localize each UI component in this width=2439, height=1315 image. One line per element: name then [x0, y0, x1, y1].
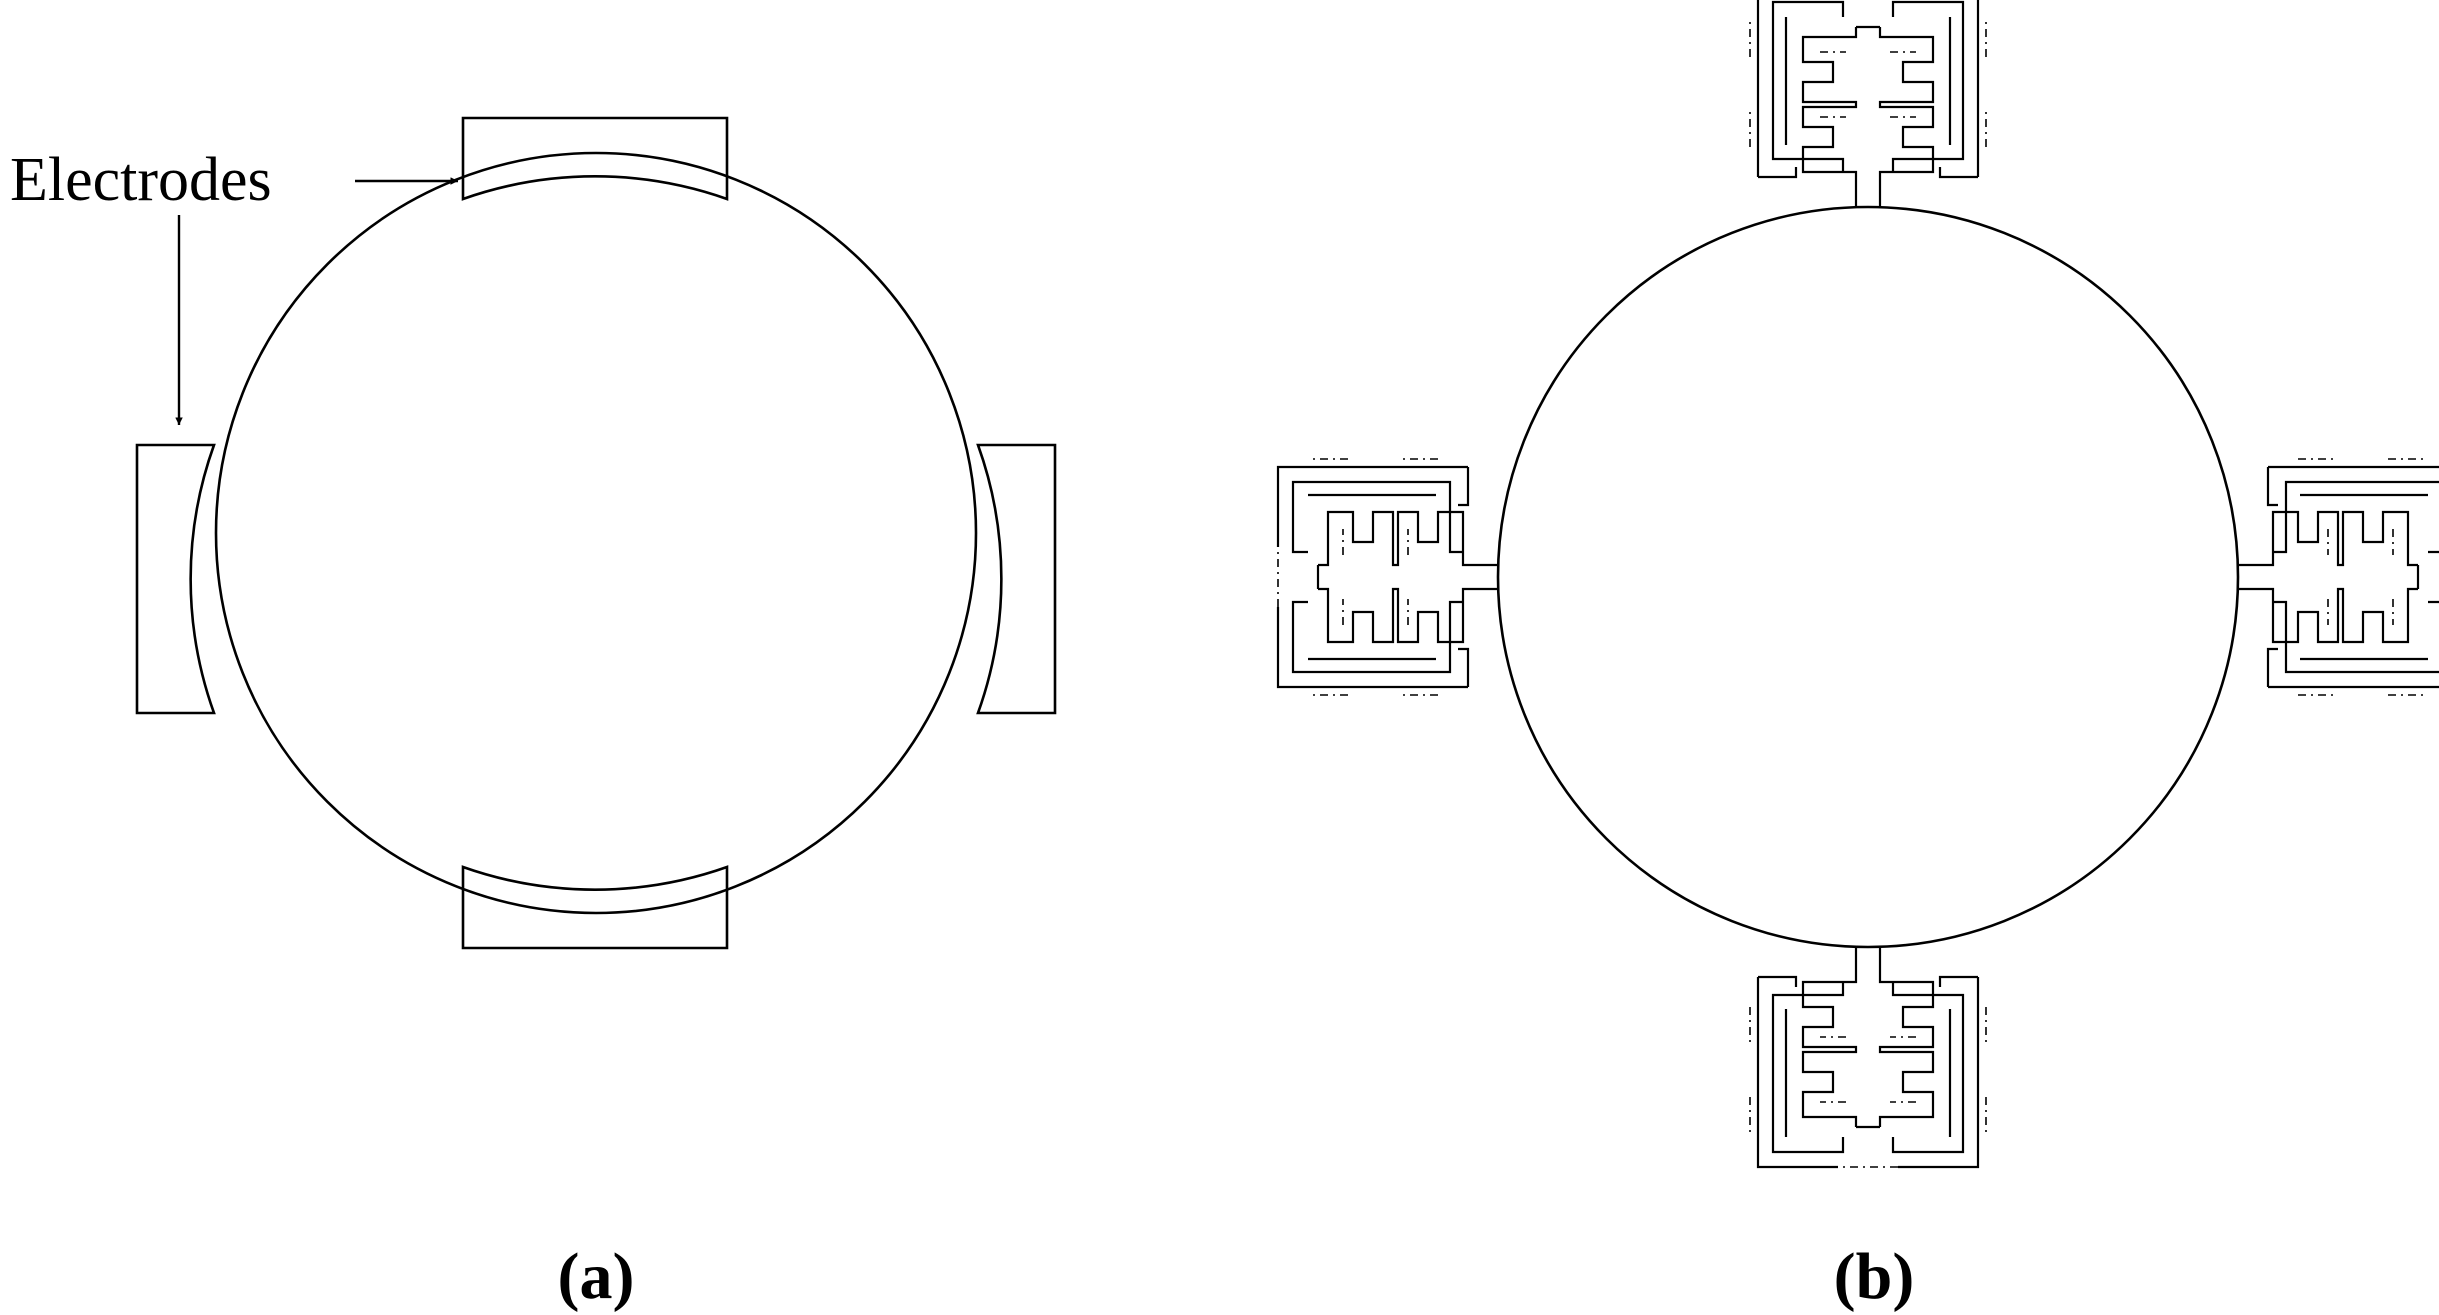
panel-a: Electrodes (a) — [10, 116, 1057, 1313]
spring-anchor-right — [2236, 457, 2439, 697]
electrode-top — [461, 116, 729, 201]
ring-resonator-b — [1496, 205, 2240, 949]
panel-label-b: (b) — [1834, 1240, 1915, 1313]
electrode-right — [976, 443, 1057, 715]
electrode-left — [135, 443, 216, 715]
electrode-bottom — [461, 865, 729, 950]
spring-anchor-top — [1748, 0, 1988, 209]
spring-anchor-left — [1276, 457, 1500, 697]
ring-resonator-a — [214, 151, 978, 915]
electrodes-annotation: Electrodes — [10, 146, 272, 214]
panel-b: (b) — [1276, 0, 2439, 1313]
spring-anchor-bottom — [1748, 945, 1988, 1169]
panel-label-a: (a) — [558, 1240, 635, 1313]
